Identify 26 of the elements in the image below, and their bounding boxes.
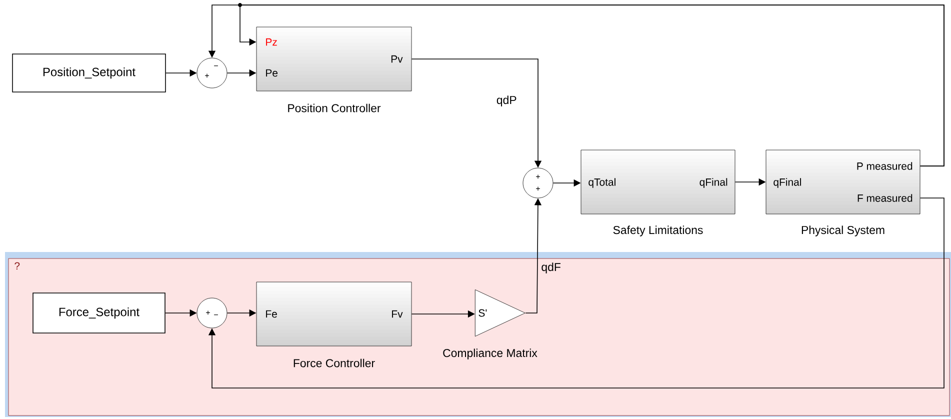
arrow bbox=[208, 198, 944, 388]
edge-label: qdP bbox=[495, 94, 518, 108]
node-label: qFinal bbox=[700, 178, 728, 188]
subsystem-block: Pz Pe Pv bbox=[256, 26, 412, 92]
node-label: Fe bbox=[266, 310, 277, 318]
node-label: P measured bbox=[857, 162, 912, 170]
source-block: Position_Setpoint bbox=[12, 54, 166, 92]
node-label: Fv bbox=[392, 310, 403, 318]
node-label: qFinal bbox=[774, 178, 801, 188]
node-label: Pz bbox=[266, 38, 277, 46]
node-label: F measured bbox=[858, 194, 912, 202]
subsystem-block: qFinal P measured F measured bbox=[766, 150, 920, 214]
block-name: Physical System bbox=[802, 226, 884, 236]
area-label: ? bbox=[14, 262, 20, 270]
block-name: Force Controller bbox=[294, 358, 375, 368]
node-label: Pv bbox=[391, 55, 403, 63]
subsystem-block: Fe Fv bbox=[256, 282, 412, 346]
node-label: qTotal bbox=[588, 178, 616, 188]
gain-triangle: S' bbox=[474, 290, 526, 337]
node-label: Pe bbox=[266, 69, 278, 77]
edge-label: qdF bbox=[540, 262, 562, 274]
subsystem-block: qTotal qFinal bbox=[580, 150, 736, 214]
block-name: Position Controller bbox=[288, 104, 381, 112]
block-name: Safety Limitations bbox=[613, 226, 703, 236]
source-block: Force_Setpoint bbox=[32, 292, 166, 334]
block-name: Compliance Matrix bbox=[443, 348, 538, 360]
